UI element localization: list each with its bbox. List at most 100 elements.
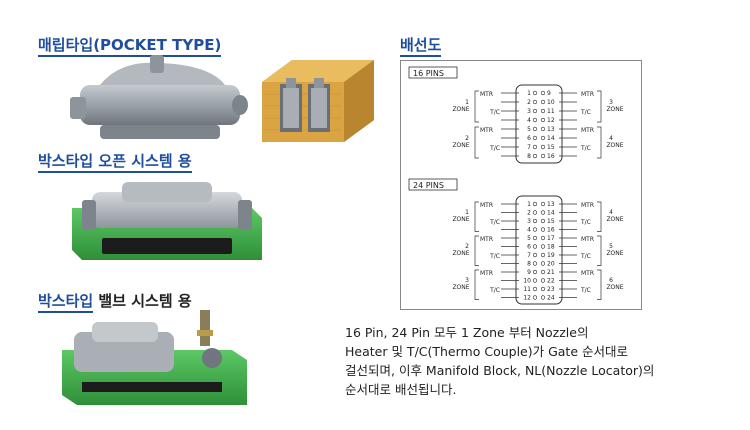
pins24-zone-label: ZONE [606, 250, 623, 257]
pins24-pin-left: 3 [527, 218, 531, 225]
description-line-3: 걸선되며, 이후 Manifold Block, NL(Nozzle Locat… [345, 363, 655, 378]
pins24-pin-right: 16 [547, 227, 555, 234]
pins16-pin-dot [532, 108, 538, 114]
pins16-pin-right: 14 [547, 135, 555, 142]
pins16-pin-right: 9 [547, 90, 551, 97]
box-valve-connector-image [62, 310, 252, 415]
pins24-pin-left: 1 [527, 201, 531, 208]
pocket-install-image [262, 60, 374, 142]
wiring-title: 배선도 [400, 34, 442, 57]
pins24-zone-num: 1 [465, 209, 469, 216]
pins16-pin-left: 6 [527, 135, 531, 142]
box-valve-title: 박스타입 밸브 시스템 용 [38, 290, 192, 313]
pins16-pin-dot [532, 144, 538, 150]
pins16-pin-dot [540, 144, 546, 150]
pins16-pin-dot [540, 126, 546, 132]
pins16-pin-dot [532, 99, 538, 105]
pins16-zone-num: 1 [465, 99, 469, 106]
pins16-pin-left: 8 [527, 153, 531, 160]
pins24-pin-dot [540, 235, 546, 241]
pins24-zone-label: ZONE [606, 216, 623, 223]
pins24-pin-dot [532, 261, 538, 266]
pins24-pin-right: 19 [547, 252, 555, 259]
pins16-pin-dot [532, 153, 538, 159]
pins24-pin-left: 5 [527, 235, 531, 242]
pins16-mtr-label: MTR [480, 127, 493, 134]
pins24-pin-dot [532, 286, 538, 292]
box-open-title-text: 박스타입 오픈 시스템 용 [38, 152, 192, 173]
pins24-mtr-label: MTR [480, 202, 493, 209]
pins16-pin-left: 2 [527, 99, 531, 106]
pocket-type-title: 매립타입(POCKET TYPE) [38, 34, 222, 57]
pins16-tc-label: T/C [489, 145, 500, 152]
pins16-pin-left: 1 [527, 90, 531, 97]
pins24-tc-label: T/C [580, 253, 591, 260]
pins16-zone-num: 4 [609, 135, 613, 142]
pins24-pin-dot [540, 252, 546, 258]
pocket-connector-image [60, 55, 250, 150]
pins16-pin-right: 16 [547, 153, 555, 160]
pins16-zone-num: 2 [465, 135, 469, 142]
pins24-pin-left: 9 [527, 269, 531, 276]
pins16-pin-right: 13 [547, 126, 555, 133]
pins24-pin-left: 7 [527, 252, 531, 259]
pins16-pin-right: 15 [547, 144, 555, 151]
pins24-zone-num: 2 [465, 243, 469, 250]
pins16-pin-dot [532, 90, 538, 96]
pins24-mtr-label: MTR [480, 236, 493, 243]
description-line-1: 16 Pin, 24 Pin 모두 1 Zone 부터 Nozzle의 [345, 325, 589, 340]
pins24-pin-dot [532, 244, 538, 249]
pins24-pin-left: 2 [527, 210, 531, 217]
pins24-mtr-label: MTR [581, 270, 594, 277]
pins24-pin-right: 22 [547, 278, 555, 285]
pins24-pin-left: 6 [527, 244, 531, 251]
pins16-zone-label: ZONE [606, 142, 623, 149]
pins24-pin-right: 18 [547, 244, 555, 251]
pins16-mtr-label: MTR [480, 91, 493, 98]
pins24-pin-dot [532, 269, 538, 275]
pins24-pin-dot [532, 235, 538, 241]
pins24-pin-dot [540, 218, 546, 224]
box-valve-title-sub: 밸브 시스템 용 [93, 292, 192, 310]
pins24-pin-right: 15 [547, 218, 555, 225]
pins16-pin-right: 10 [547, 99, 555, 106]
pins16-pin-dot [532, 135, 538, 141]
pins24-zone-num: 4 [609, 209, 613, 216]
description-line-2: Heater 및 T/C(Thermo Couple)가 Gate 순서대로 [345, 344, 629, 359]
pins16-zone-label: ZONE [452, 106, 469, 113]
wiring-title-text: 배선도 [400, 36, 442, 57]
pins24-pin-dot [532, 210, 538, 215]
pins24-label: 24 PINS [413, 181, 444, 190]
pins24-mtr-label: MTR [581, 236, 594, 243]
pins16-pin-left: 5 [527, 126, 531, 133]
pins24-pin-dot [540, 295, 546, 300]
pins16-pin-dot [532, 126, 538, 132]
pins16-zone-num: 3 [609, 99, 613, 106]
pins24-zone-label: ZONE [452, 284, 469, 291]
pins24-pin-dot [540, 261, 546, 266]
pins16-tc-label: T/C [580, 109, 591, 116]
pins24-pin-dot [540, 244, 546, 249]
pins24-pin-dot [532, 227, 538, 232]
pins16-tc-label: T/C [489, 109, 500, 116]
pocket-type-title-sub: (POCKET TYPE) [93, 36, 222, 57]
pins24-pin-dot [532, 218, 538, 224]
pins24-tc-label: T/C [489, 219, 500, 226]
pins16-mtr-label: MTR [581, 91, 594, 98]
pins16-pin-dot [540, 135, 546, 141]
pins16-zone-label: ZONE [606, 106, 623, 113]
pins24-tc-label: T/C [489, 253, 500, 260]
pins16-pin-dot [532, 117, 538, 123]
pins24-pin-left: 11 [523, 286, 531, 293]
pins24-tc-label: T/C [580, 287, 591, 294]
pins24-zone-label: ZONE [606, 284, 623, 291]
pins24-zone-label: ZONE [452, 216, 469, 223]
box-open-title: 박스타입 오픈 시스템 용 [38, 150, 192, 173]
pins24-pin-dot [532, 295, 538, 300]
pins16-pin-left: 7 [527, 144, 531, 151]
pins16-pin-left: 4 [527, 117, 531, 124]
wiring-description: 16 Pin, 24 Pin 모두 1 Zone 부터 Nozzle의 Heat… [345, 323, 740, 399]
pins24-mtr-label: MTR [480, 270, 493, 277]
pins24-pin-left: 8 [527, 261, 531, 268]
pins24-mtr-label: MTR [581, 202, 594, 209]
